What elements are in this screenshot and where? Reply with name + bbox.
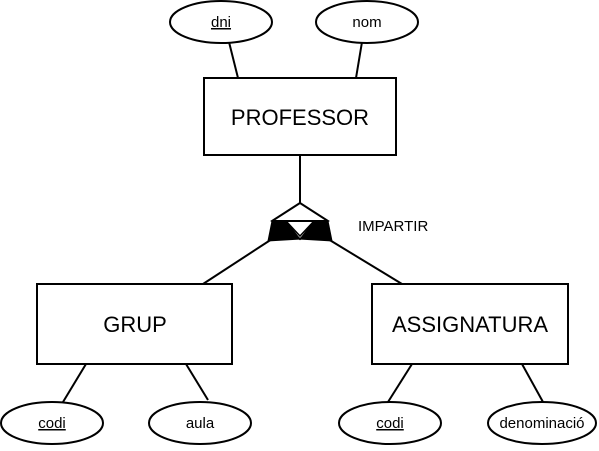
attribute-grup-codi[interactable] [0,401,104,445]
relationship-impartir[interactable] [267,201,333,242]
connector-lines [62,41,544,403]
attribute-grup-aula-label: aula [186,415,215,432]
line-assignatura-denominacio [521,363,544,403]
relationship-impartir-label: IMPARTIR [358,218,428,235]
attribute-grup-codi-label: codi [38,415,66,432]
entity-assignatura[interactable] [371,283,569,365]
entity-grup[interactable] [36,283,233,365]
attribute-assignatura-denominacio[interactable] [487,401,597,445]
line-impartir-grup [202,238,273,285]
attribute-grup-aula[interactable] [148,401,252,445]
line-grup-aula [185,363,209,401]
entity-grup-label: GRUP [103,312,167,337]
attribute-assignatura-denominacio-label: denominació [499,415,584,432]
entity-professor[interactable] [203,77,397,156]
line-impartir-assignatura [327,238,403,285]
entity-professor-label: PROFESSOR [231,105,369,130]
attribute-professor-nom[interactable] [315,0,419,44]
attribute-professor-dni-label: dni [211,14,231,31]
line-assignatura-codi [387,363,413,403]
attribute-professor-nom-label: nom [352,14,381,31]
attribute-assignatura-codi[interactable] [338,401,442,445]
line-dni-professor [228,41,239,79]
attribute-professor-dni[interactable] [169,0,273,44]
entity-assignatura-label: ASSIGNATURA [392,312,548,337]
line-grup-codi [62,363,87,403]
line-nom-professor [355,41,363,79]
attribute-assignatura-codi-label: codi [376,415,404,432]
